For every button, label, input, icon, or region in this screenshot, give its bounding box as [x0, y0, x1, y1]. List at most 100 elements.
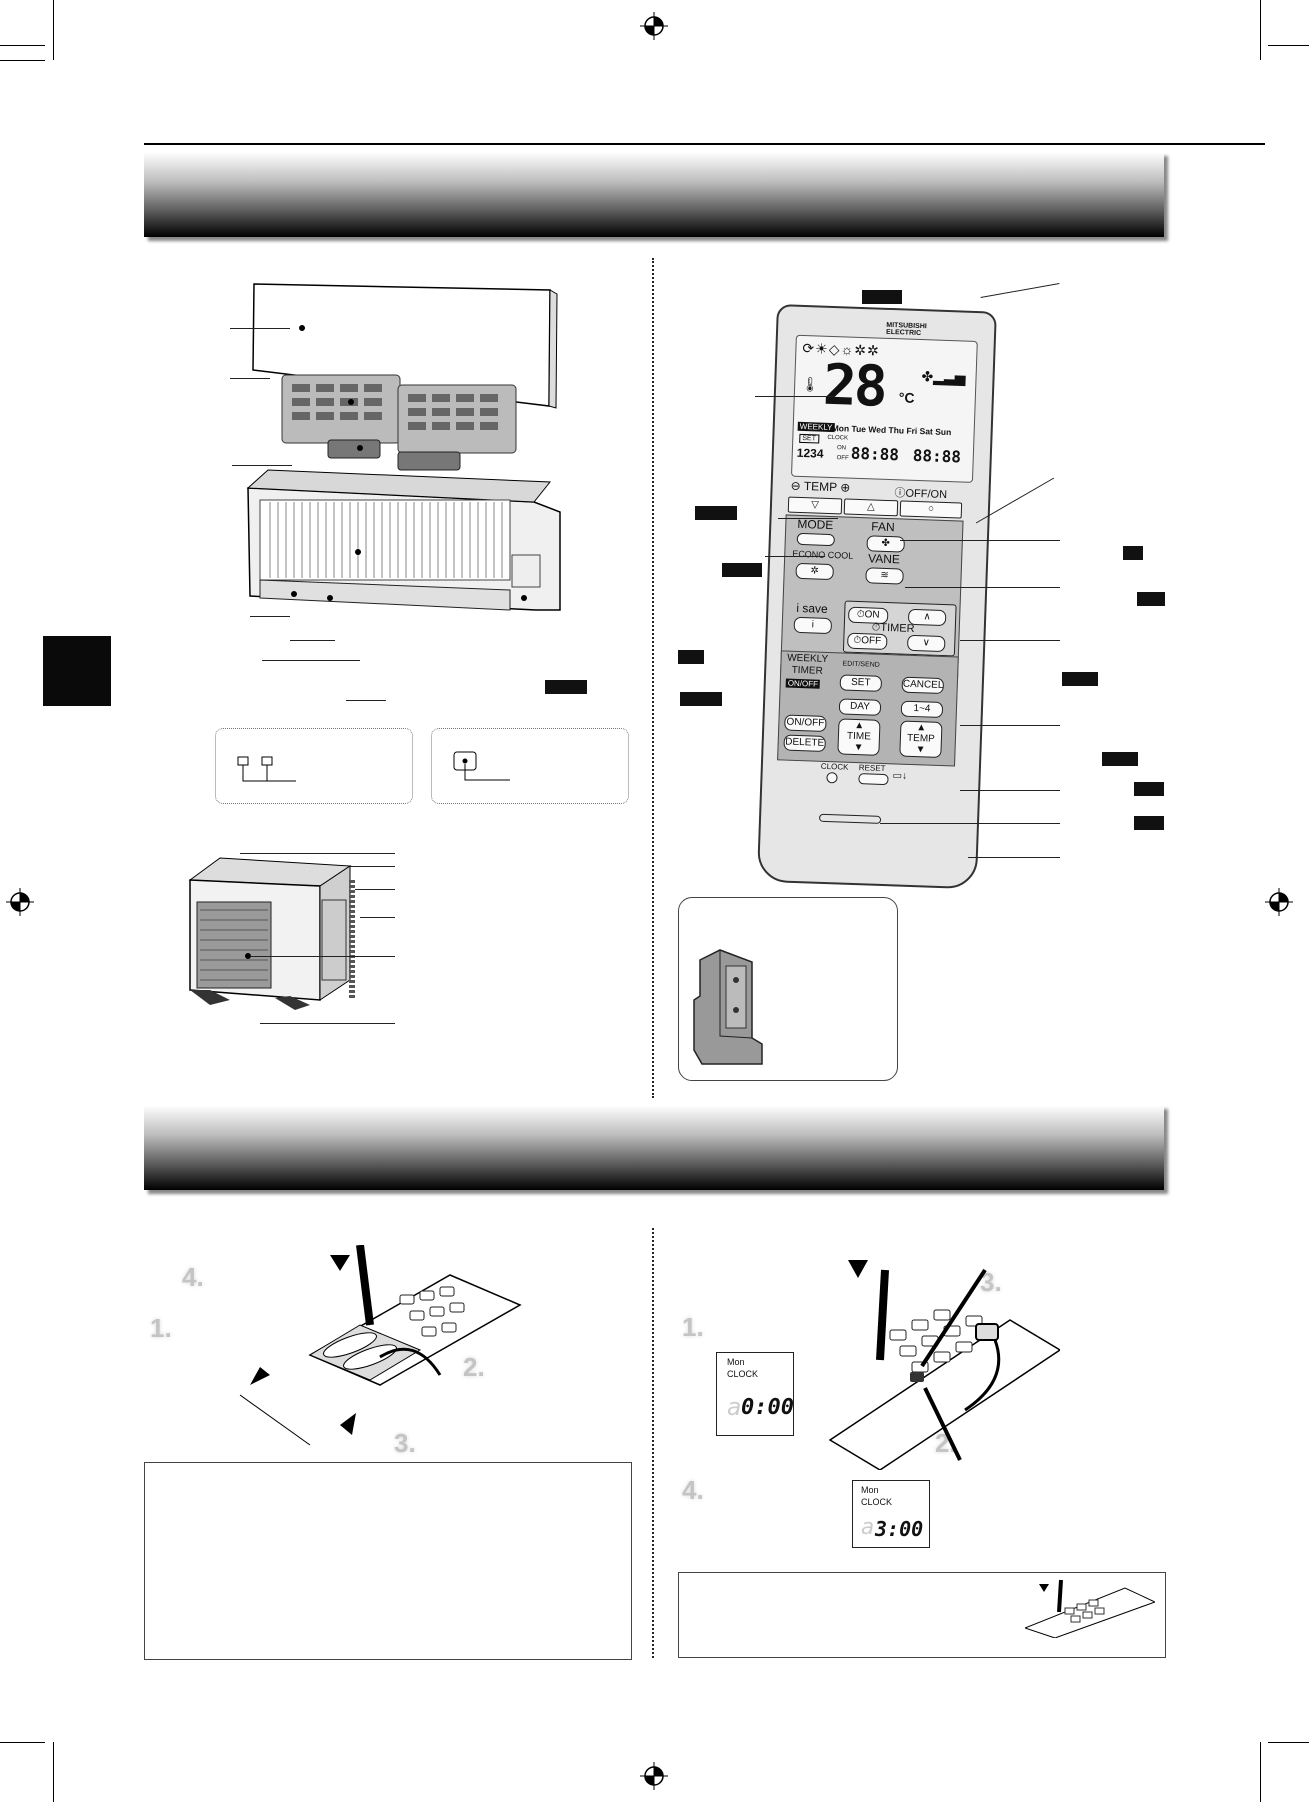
- leader-line: [346, 700, 386, 701]
- label-badge: [545, 680, 587, 694]
- leader-line: [360, 917, 395, 918]
- fan-speed-icon: ✤▂▃▅: [921, 368, 966, 386]
- leader-line: [232, 465, 292, 466]
- lcd-time: 3:00: [875, 1517, 924, 1541]
- crop-mark: [1260, 0, 1261, 60]
- leader-line: [230, 378, 270, 379]
- temp-label-text: TEMP: [803, 479, 838, 495]
- registration-mark: [6, 888, 34, 916]
- clock-lcd-before: Mon CLOCK a 0:00: [716, 1352, 794, 1436]
- label-badge: [1102, 752, 1138, 766]
- crop-mark: [1260, 1742, 1261, 1802]
- leader-line: [355, 889, 395, 890]
- step-2-label: 2.: [463, 1352, 485, 1382]
- reset-button[interactable]: [858, 773, 889, 786]
- indoor-unit-illustration: [246, 283, 561, 611]
- clock-lcd-after: Mon CLOCK a 3:00: [852, 1480, 930, 1548]
- battery-insertion-illustration: [239, 1245, 522, 1446]
- lcd-days: Mon Tue Wed Thu Fri Sat Sun: [831, 422, 952, 438]
- detail-box-right: [431, 728, 629, 804]
- temp-down-button[interactable]: ▽: [787, 496, 843, 515]
- temp-up-button[interactable]: △: [843, 498, 899, 517]
- lcd-temperature: 28: [822, 352, 886, 420]
- registration-mark: [640, 1762, 668, 1790]
- outdoor-unit-illustration: [188, 857, 355, 1010]
- step-4-label: 4.: [182, 1262, 204, 1292]
- lcd-day-label: Mon: [727, 1357, 745, 1367]
- leader-line: [960, 725, 1060, 726]
- lcd-time-a: 88:88: [850, 443, 900, 465]
- cancel-button[interactable]: CANCEL: [901, 676, 945, 695]
- weekly-onoff-button[interactable]: ON/OFF: [784, 714, 827, 732]
- crop-mark: [53, 1742, 54, 1802]
- crop-mark: [0, 60, 45, 61]
- lcd-time: 0:00: [741, 1395, 794, 1420]
- timer-off-text: OFF: [861, 635, 882, 647]
- registration-mark: [640, 12, 668, 40]
- lcd-on-label: ON: [836, 445, 847, 452]
- weekly-badge: WEEKLY: [797, 421, 835, 433]
- leader-line: [980, 283, 1060, 298]
- section-banner-top: [144, 152, 1164, 237]
- weekly-temp-text: TEMP: [906, 732, 935, 745]
- set-button[interactable]: SET: [839, 674, 883, 692]
- indicator-lamps-icon: [237, 756, 296, 782]
- leader-line: [755, 396, 835, 397]
- lcd-dim-digit: a: [727, 1393, 742, 1421]
- clock-step-4-label: 4.: [682, 1475, 704, 1505]
- weekly-timer-label: WEEKLY TIMER: [786, 652, 829, 677]
- label-badge: [862, 290, 902, 304]
- top-rule: [144, 143, 1265, 145]
- mode-label: MODE: [797, 516, 834, 533]
- temp-label: ⊖ TEMP ⊕: [790, 478, 851, 495]
- clock-button[interactable]: [826, 772, 838, 784]
- isave-label: i save: [796, 600, 828, 616]
- time-button[interactable]: ▲TIME▼: [837, 718, 881, 756]
- timer-down-button[interactable]: ∨: [906, 634, 946, 653]
- leader-line: [960, 790, 1060, 791]
- fan-button[interactable]: ✤: [866, 535, 905, 553]
- crop-mark: [1268, 1742, 1309, 1743]
- vane-button[interactable]: ≋: [865, 567, 904, 585]
- vane-label: VANE: [867, 551, 901, 567]
- label-badge: [695, 506, 737, 520]
- econo-cool-button[interactable]: ✲: [795, 562, 834, 581]
- mode-button[interactable]: [796, 532, 836, 547]
- thermometer-icon: 🌡: [800, 375, 820, 393]
- econo-label: ECONO COOL: [792, 548, 854, 561]
- offon-label-text: OFF/ON: [905, 487, 948, 502]
- leader-line: [900, 540, 1060, 541]
- isave-button[interactable]: i: [793, 616, 833, 635]
- offon-button[interactable]: ○: [899, 500, 963, 519]
- set-badge: SET: [799, 433, 820, 444]
- column-divider: [652, 258, 654, 1098]
- weekly-temp-button[interactable]: ▲TEMP▼: [899, 720, 943, 759]
- timer-off-button[interactable]: ⏱OFF: [847, 632, 888, 651]
- label-badge: [1134, 782, 1164, 796]
- timer-on-text: ON: [864, 609, 880, 621]
- brand-label: MITSUBISHI ELECTRIC: [885, 321, 927, 338]
- label-badge: [1137, 592, 1165, 606]
- edit-send-label: EDIT/SEND: [842, 660, 880, 669]
- program-range-button[interactable]: 1~4: [900, 700, 944, 719]
- leader-line: [250, 956, 395, 957]
- label-badge: [1062, 672, 1098, 686]
- lcd-day-label: Mon: [861, 1485, 879, 1495]
- leader-line: [765, 556, 825, 557]
- battery-icon: ▭↓: [892, 770, 908, 782]
- label-badge: [1134, 816, 1164, 830]
- crop-mark: [1268, 45, 1309, 46]
- column-divider: [652, 1228, 654, 1658]
- reset-label: RESET: [858, 763, 886, 774]
- lcd-time-b: 88:88: [912, 445, 962, 467]
- delete-button[interactable]: DELETE: [783, 734, 826, 752]
- step-3-label: 3.: [394, 1428, 416, 1458]
- detail-box-left: [215, 728, 413, 804]
- crop-mark: [53, 0, 54, 60]
- leader-line: [960, 640, 1060, 641]
- day-button[interactable]: DAY: [838, 698, 882, 716]
- clock-label: CLOCK: [820, 761, 849, 772]
- leader-line: [230, 328, 290, 329]
- label-badge: [678, 650, 704, 664]
- label-badge: [680, 692, 722, 706]
